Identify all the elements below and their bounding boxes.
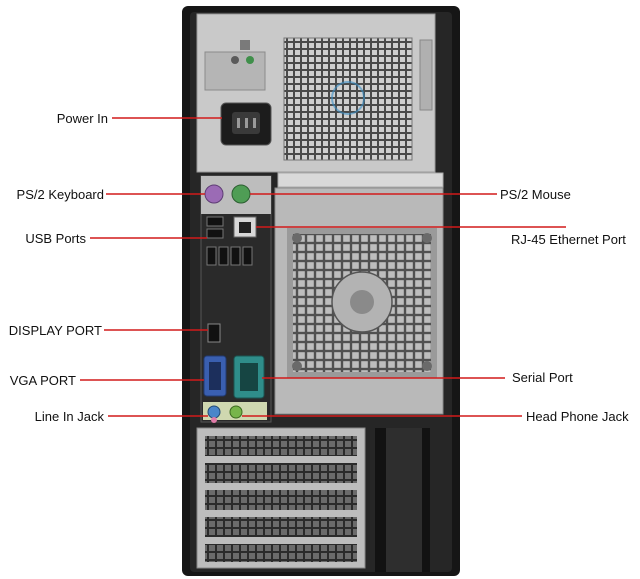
label-head-phone-jack: Head Phone Jack [526, 409, 629, 424]
expansion-slots [196, 427, 430, 572]
label-strip [277, 172, 444, 188]
displayport-icon [207, 323, 221, 343]
label-ps2-keyboard: PS/2 Keyboard [16, 187, 104, 202]
label-ps2-mouse: PS/2 Mouse [500, 187, 571, 202]
label-power-in: Power In [56, 111, 108, 126]
callout-lines [80, 117, 566, 417]
psu-panel [196, 13, 436, 173]
ethernet-port-icon [233, 216, 257, 238]
audio-jack-icon [203, 402, 267, 423]
label-line-in-jack: Line In Jack [34, 409, 104, 424]
serial-port-icon [233, 355, 265, 399]
power-socket-icon [220, 102, 272, 146]
label-display-port: DISPLAY PORT [8, 323, 102, 338]
ps2-keyboard-port-icon [204, 184, 224, 204]
fan-grille-icon [287, 228, 437, 378]
label-usb-ports: USB Ports [25, 231, 86, 246]
usb-port-icon [206, 216, 253, 266]
label-serial-port: Serial Port [512, 370, 573, 385]
label-vga-port: VGA PORT [9, 373, 76, 388]
ps2-mouse-port-icon [231, 184, 251, 204]
label-rj45-ethernet-port: RJ-45 Ethernet Port [511, 232, 626, 247]
vga-port-icon [203, 355, 227, 397]
